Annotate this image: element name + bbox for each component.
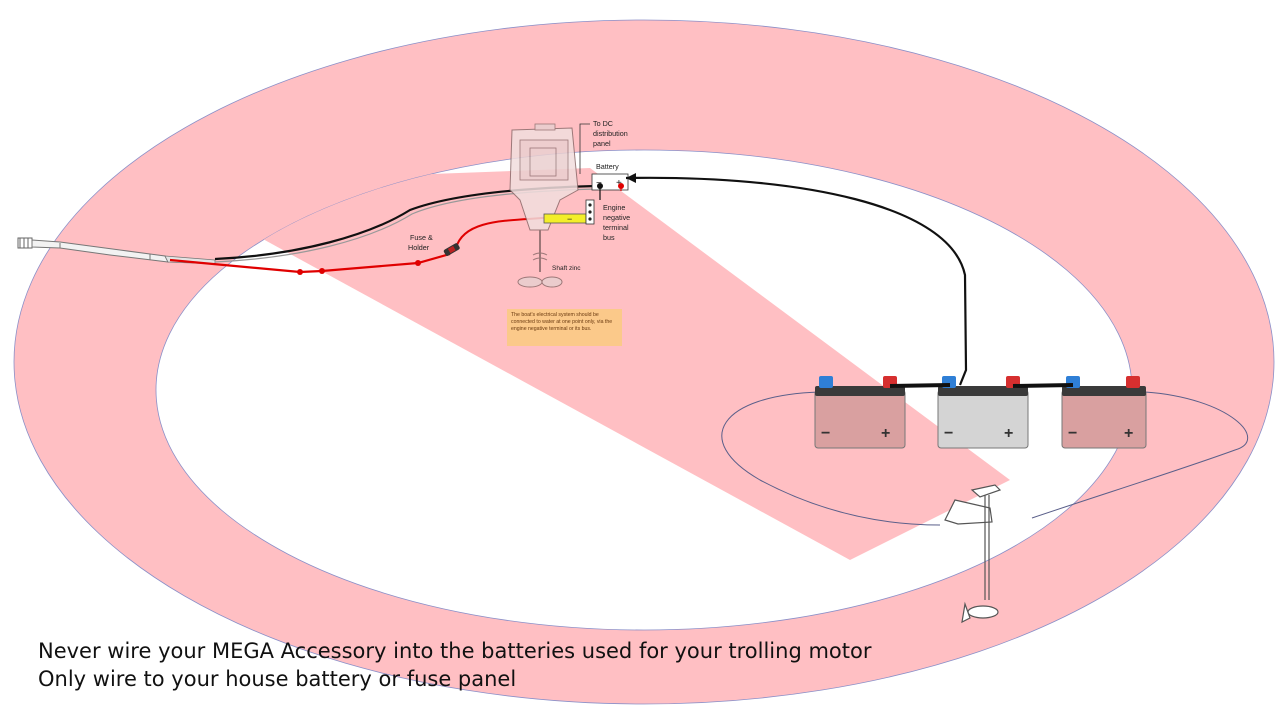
trolling-batteries: − + − + − + [814, 376, 1147, 449]
battery-plus-label: + [881, 425, 890, 442]
trolling-wire-right [1031, 391, 1248, 519]
red-wire-node [415, 260, 421, 266]
label-shaft-zinc: Shaft zinc [552, 265, 581, 272]
arrow-head [626, 173, 636, 183]
label-engine-bus: Engine [603, 203, 625, 212]
fuse-holder [443, 243, 460, 256]
label-fuse: Holder [408, 243, 430, 252]
battery-plus-label: + [1004, 425, 1013, 442]
battery-minus-label: − [1068, 425, 1077, 442]
label-engine-bus: negative [603, 213, 630, 222]
outboard-engine-icon [509, 123, 579, 288]
battery-middle: − + [937, 376, 1029, 449]
battery-plus-label: + [1124, 425, 1133, 442]
series-link-wire [889, 383, 951, 388]
trolling-wire-left [721, 391, 941, 526]
info-note: The boat's electrical system should be c… [507, 309, 622, 346]
engine-negative-bus [543, 213, 587, 224]
battery-minus-label: − [821, 425, 830, 442]
transducer-cable [17, 237, 216, 265]
label-to-dc: distribution [593, 129, 628, 138]
trolling-motor-icon [944, 484, 1002, 624]
label-engine-bus: terminal [603, 223, 629, 232]
prohibition-slash [250, 168, 1010, 560]
bus-negative-sign: − [567, 214, 572, 224]
red-wire-node [297, 269, 303, 275]
battery-minus-label: − [944, 425, 953, 442]
battery-left: − + [814, 376, 906, 449]
battery-positive-sign: + [616, 178, 622, 189]
battery-right: − + [1061, 376, 1147, 449]
label-to-dc: To DC [593, 119, 613, 128]
series-link-wire [1012, 383, 1074, 388]
label-battery: Battery [596, 162, 619, 171]
label-fuse: Fuse & [410, 233, 433, 242]
caption-line-2: Only wire to your house battery or fuse … [38, 667, 517, 691]
label-to-dc: panel [593, 139, 611, 148]
black-wire-battery-link [625, 176, 968, 386]
label-engine-bus: bus [603, 233, 615, 242]
caption-line-1: Never wire your MEGA Accessory into the … [38, 639, 872, 663]
red-wire-node [319, 268, 325, 274]
